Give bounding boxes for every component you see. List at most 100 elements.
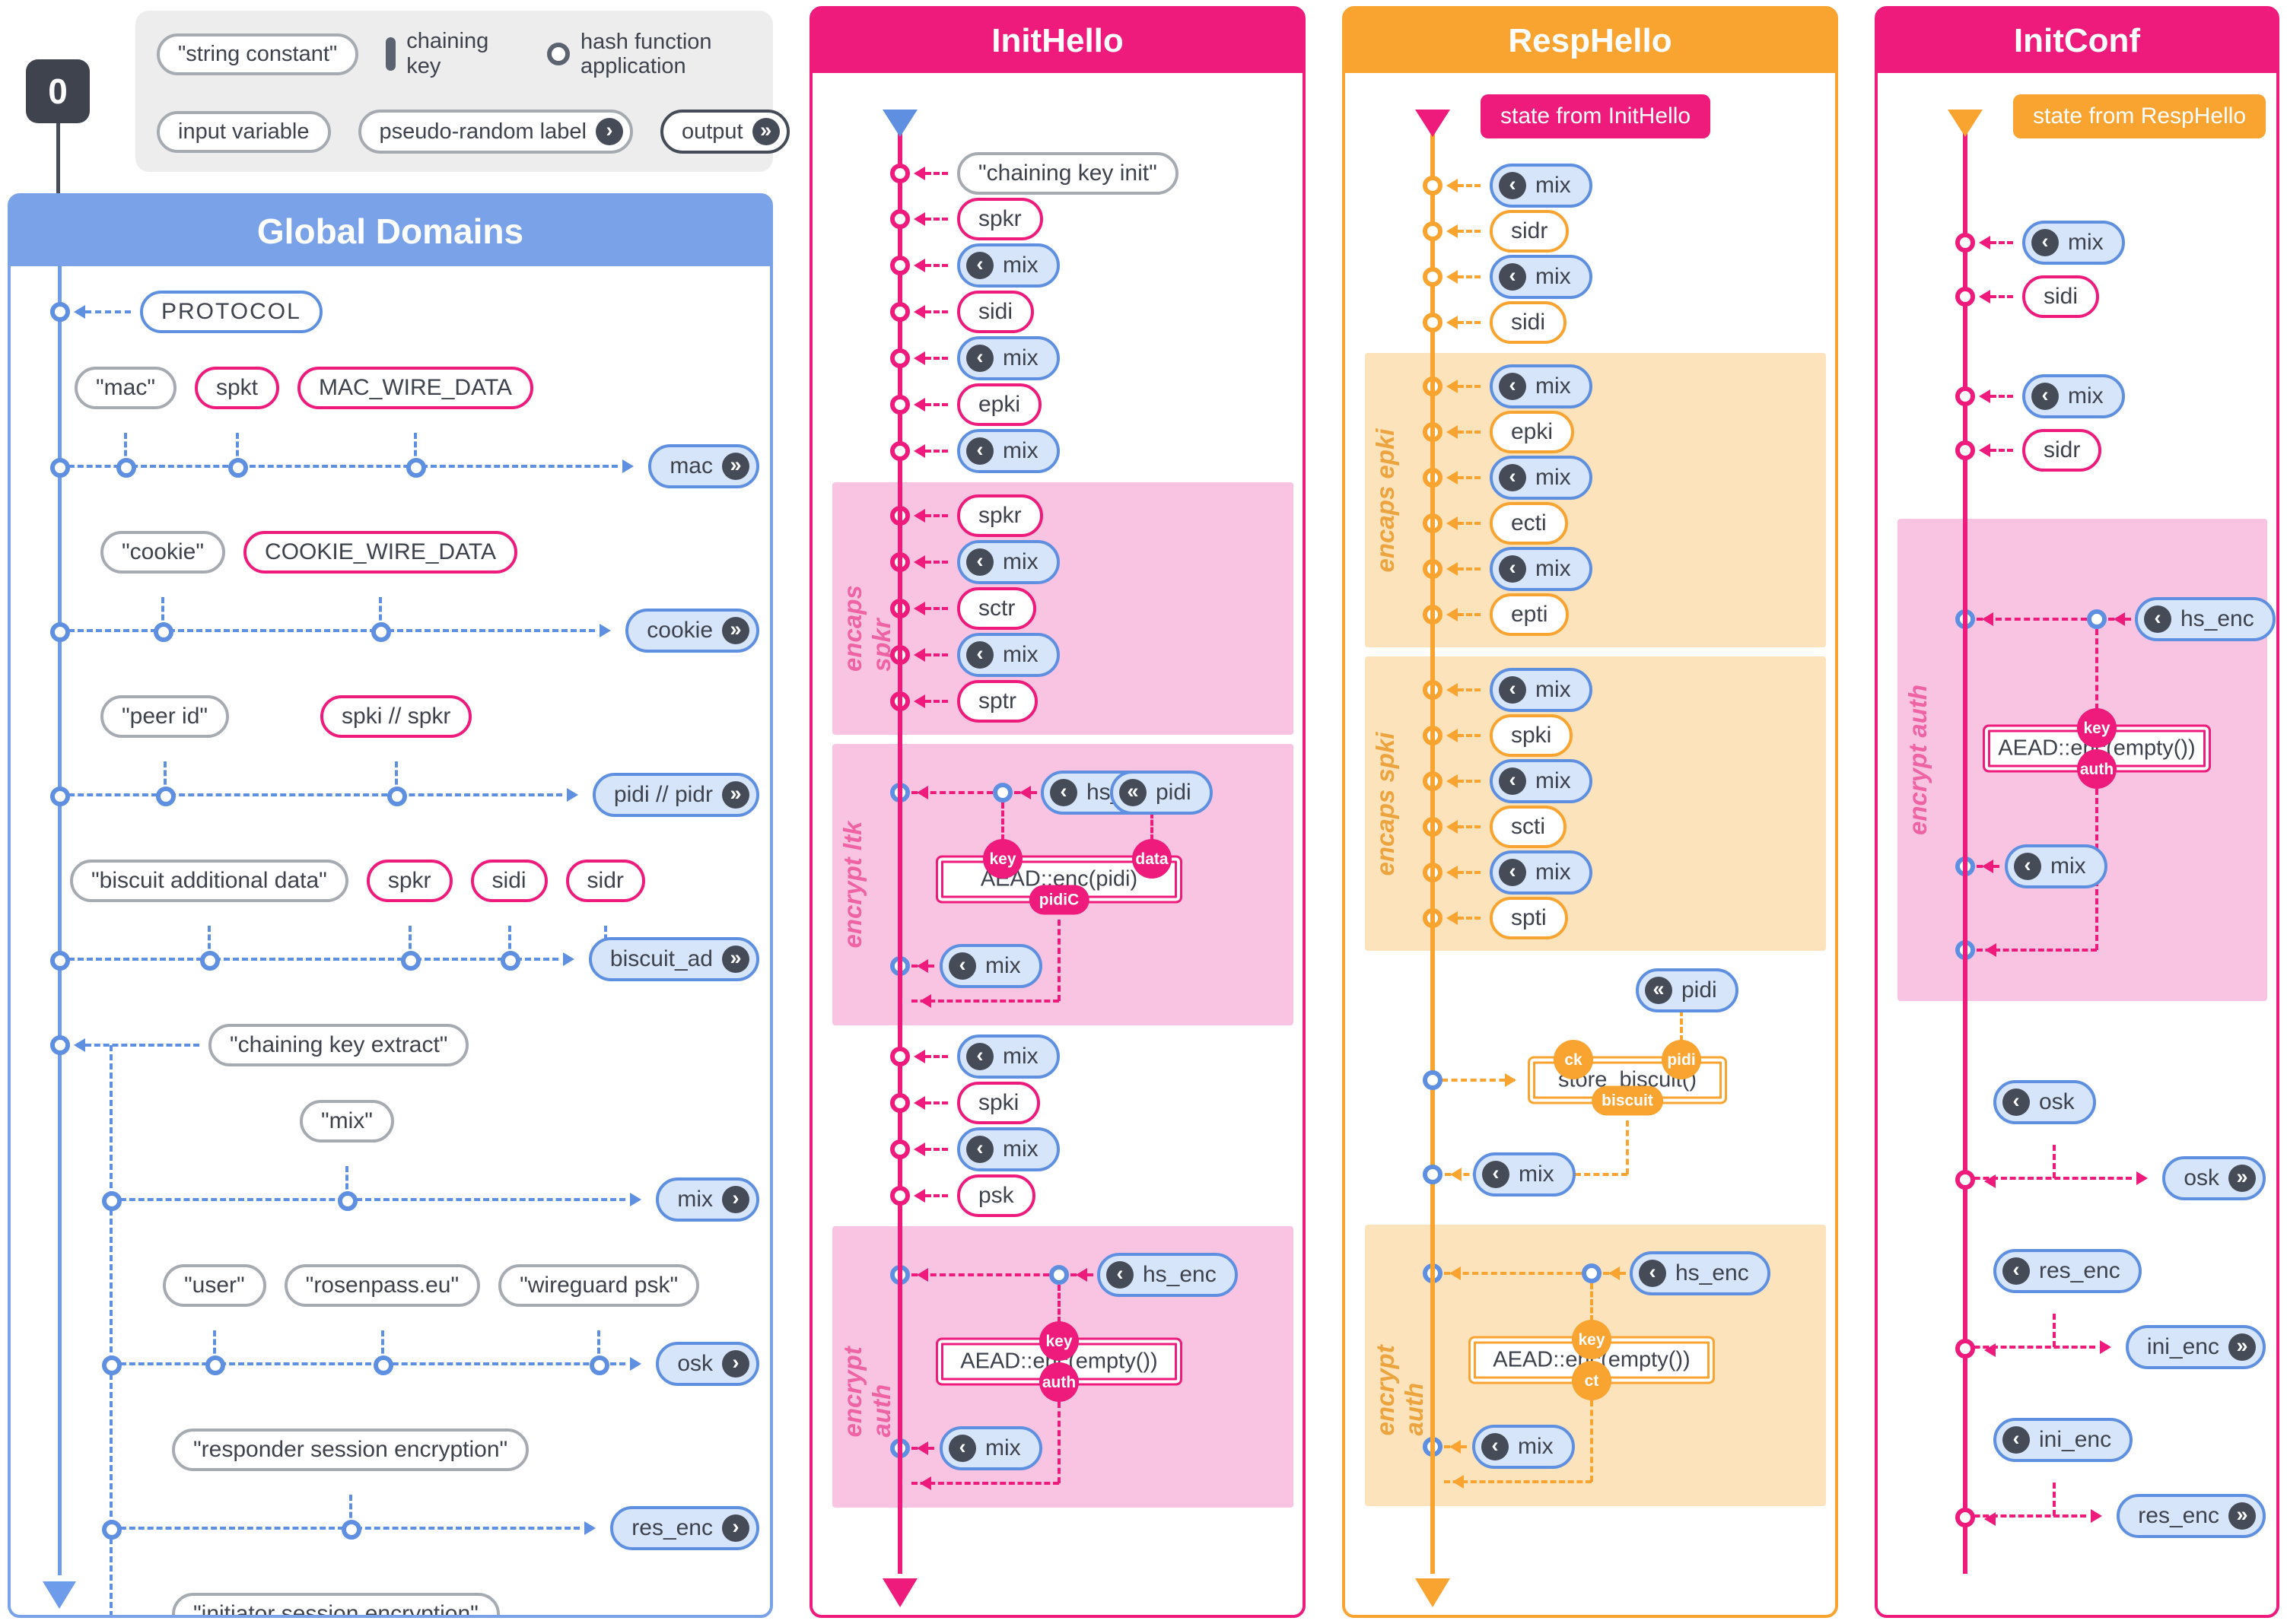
pill-label: ecti [1511, 510, 1547, 536]
arrowhead-icon [1439, 866, 1458, 879]
output-pill: ini_enc» [2125, 1325, 2266, 1369]
chain-row: sidi [813, 291, 1303, 333]
variable-pill: psk [957, 1174, 1035, 1217]
connector [163, 761, 167, 793]
chain-row: ‹mix [832, 633, 1293, 677]
arrowhead-icon [907, 648, 925, 662]
hash-node [102, 1191, 122, 1211]
hash-node [102, 1355, 122, 1375]
chevron-right-icon: » [722, 617, 749, 644]
arrowhead-icon [1439, 179, 1458, 192]
hash-node [50, 787, 70, 806]
variable-pill: spkt [194, 367, 280, 409]
chevron-right-icon: › [722, 1186, 749, 1213]
hash-node [1423, 1070, 1442, 1090]
arrowhead-icon [1439, 425, 1458, 439]
hash-node [890, 1139, 910, 1159]
chevron-left-icon: ‹ [2002, 1257, 2030, 1285]
arrowhead-icon [910, 1268, 928, 1282]
chain-row: ‹mix [1345, 255, 1835, 299]
arrowhead-icon [1439, 911, 1458, 925]
output-pill: osk› [656, 1342, 759, 1386]
chevron-left-icon: « [1645, 977, 1672, 1004]
badge-pidi: pidi [1662, 1040, 1701, 1079]
hash-node [890, 1047, 910, 1066]
connector [2053, 1483, 2056, 1516]
badge-key: key [2077, 708, 2117, 748]
global-domains-panel: 0 "string constant" chaining key hash fu… [8, 6, 790, 1618]
connector [1458, 917, 1481, 920]
chevron-left-icon: ‹ [949, 952, 976, 980]
dashed-line [50, 597, 596, 642]
hash-node [400, 951, 421, 971]
chain-row: ‹mix [813, 429, 1303, 473]
pill-label: "wireguard psk" [520, 1273, 679, 1298]
pill-label: pseudo-random label [379, 119, 587, 144]
pill-label: sptr [978, 688, 1017, 713]
prf-pill: ‹mix [1490, 547, 1592, 591]
pill-label: "biscuit additional data" [91, 868, 327, 893]
arrowhead-icon [1977, 1343, 1996, 1357]
input-pills: "user""rosenpass.eu""wireguard psk" [11, 1264, 770, 1307]
prf-label: pidi [1156, 780, 1191, 805]
chain-start-marker [1415, 110, 1450, 137]
pill-label: sidi [1511, 310, 1546, 335]
chevron-left-icon: ‹ [1499, 263, 1526, 291]
chain-start-chip: 0 [26, 59, 90, 123]
prf-pill: ‹mix [1473, 1152, 1576, 1197]
arrowhead-icon [1439, 608, 1458, 621]
badge-auth: auth [2077, 749, 2117, 789]
connector [1444, 1272, 1582, 1275]
arrowhead-icon [907, 259, 925, 272]
region-encrypt-ltk: encrypt ltk‹hs_enc«pidiAEAD::enc(pidi)ke… [832, 744, 1293, 1025]
chain-end-arrow [43, 1581, 76, 1609]
chain-row: ‹mix [1878, 374, 2276, 418]
connector [925, 403, 948, 406]
variable-pill: COOKIE_WIRE_DATA [243, 531, 517, 574]
connector [925, 310, 948, 313]
hash-node [1955, 287, 1975, 307]
output-pill: res_enc› [610, 1506, 759, 1550]
chevron-left-icon: ‹ [1639, 1260, 1666, 1287]
connector [925, 450, 948, 453]
connector [1058, 1285, 1061, 1323]
derive-row: "mix"mix› [11, 1100, 770, 1222]
arrow-right-icon [562, 952, 581, 966]
output-pill: biscuit_ad» [588, 937, 759, 981]
chevron-left-icon: ‹ [1499, 768, 1526, 795]
chevron-left-icon: ‹ [966, 1043, 994, 1070]
prf-label: mix [1535, 373, 1571, 399]
pill-label: spki [978, 1090, 1019, 1115]
hash-node [500, 951, 520, 971]
connector [911, 1273, 1049, 1276]
chevron-left-icon: ‹ [1499, 464, 1526, 491]
dashed-line [102, 1330, 626, 1375]
arrowhead-icon [907, 444, 925, 458]
derive-line: osk› [11, 1330, 770, 1386]
prf-label: hs_enc [2180, 606, 2254, 631]
arrowhead-icon [1439, 516, 1458, 530]
hash-node [890, 209, 910, 229]
pill-label: "initiator session encryption" [193, 1601, 479, 1615]
variable-pill: spkr [957, 198, 1043, 240]
chain-start-marker [883, 110, 918, 137]
legend-chaining-key: chaining key [386, 29, 520, 79]
connector [213, 1330, 216, 1362]
variable-pill: spkr [957, 494, 1043, 537]
chevron-left-icon: ‹ [966, 1136, 994, 1163]
connector [1458, 385, 1481, 388]
connector [1458, 613, 1481, 616]
arrowhead-icon [1978, 943, 1996, 957]
chain-row: spkr [813, 198, 1303, 240]
connector [1458, 522, 1481, 525]
string-constant-pill: "initiator session encryption" [172, 1593, 500, 1615]
prf-pill: ‹mix [1490, 850, 1592, 895]
prf-label: mix [1003, 438, 1039, 463]
variable-pill: sidi [470, 860, 548, 902]
page-title: Global Domains [11, 196, 770, 266]
